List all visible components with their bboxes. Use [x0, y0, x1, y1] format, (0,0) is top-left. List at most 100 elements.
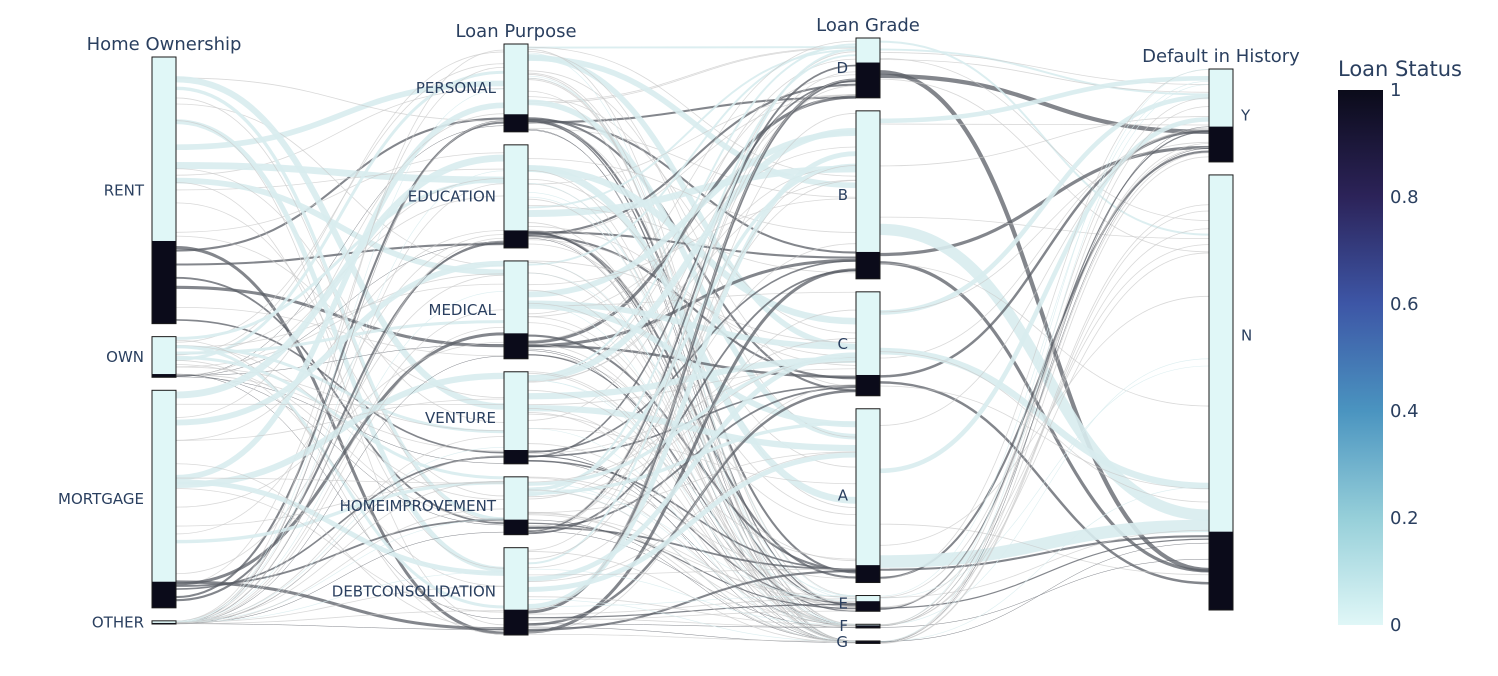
ribbon-dark-debtconsolidation-f [527, 623, 857, 628]
category-bar-outline-e [855, 595, 881, 612]
ribbon-strand-other-homeimprovement [175, 508, 505, 625]
category-bar-outline-n [1208, 174, 1234, 611]
category-mortgage[interactable] [151, 389, 177, 609]
category-rent[interactable] [151, 56, 177, 325]
category-label-g: G [836, 633, 848, 651]
ribbon-dark-venture-b [527, 259, 857, 453]
ribbon-strand-mortgage-homeimprovement [175, 477, 505, 484]
category-label-venture: VENTURE [425, 409, 496, 427]
ribbon-strand-a-n [879, 523, 1210, 576]
ribbon-strand-homeimprovement-c [527, 337, 857, 483]
ribbon-dark-rent-education [175, 243, 505, 266]
ribbon-strand-debtconsolidation-d [527, 71, 857, 551]
category-n[interactable] [1208, 174, 1234, 611]
category-label-own: OWN [106, 348, 144, 366]
category-medical[interactable] [503, 260, 529, 360]
category-bar-default-e [856, 601, 880, 612]
category-own[interactable] [151, 336, 177, 378]
category-personal[interactable] [503, 43, 529, 133]
category-label-n: N [1241, 326, 1252, 344]
ribbon-strand-g-n [879, 204, 1210, 644]
ribbon-light-debtconsolidation-c [527, 352, 857, 582]
ribbon-strand-mortgage-education [175, 234, 505, 535]
ribbon-strand-a-y [879, 127, 1210, 426]
colorbar-tick-0-2: 0.2 [1390, 508, 1419, 529]
ribbon-dark-c-n [879, 381, 1210, 585]
category-e[interactable] [855, 595, 881, 612]
ribbon-light-mortgage-education [175, 154, 505, 399]
category-label-d: D [836, 59, 848, 77]
category-bar-outline-b [855, 110, 881, 280]
category-debtconsolidation[interactable] [503, 547, 529, 636]
category-bar-venture[interactable] [504, 371, 528, 464]
category-bar-default-rent [152, 240, 176, 324]
category-y[interactable] [1208, 68, 1234, 163]
ribbon-strand-b-y [879, 123, 1210, 126]
category-bar-outline-c [855, 291, 881, 397]
ribbon-dark-other-education [175, 240, 505, 624]
category-homeimprovement[interactable] [503, 476, 529, 536]
ribbon-strand-venture-a [527, 413, 857, 560]
category-label-debtconsolidation: DEBTCONSOLIDATION [332, 582, 496, 600]
category-bar-default-f [856, 625, 880, 628]
category-bar-default-g [856, 641, 880, 644]
ribbon-strand-own-venture [175, 366, 505, 432]
category-bar-own[interactable] [152, 336, 176, 378]
ribbon-strand-d-n [879, 57, 1210, 221]
ribbon-light-debtconsolidation-d [527, 48, 857, 565]
ribbon-strand-homeimprovement-f [527, 477, 857, 626]
category-bar-mortgage[interactable] [152, 390, 176, 608]
category-venture[interactable] [503, 371, 529, 465]
ribbon-strand-rent-personal [175, 77, 505, 122]
ribbon-strand-d-y [879, 52, 1210, 85]
category-bar-default-own [152, 374, 176, 378]
ribbon-light-medical-d [527, 45, 857, 266]
ribbon-dark-other-medical [175, 355, 505, 624]
ribbon-strand-g-n [879, 210, 1210, 644]
category-bar-other[interactable] [152, 620, 176, 624]
ribbon-strand-g-y [879, 156, 1210, 642]
category-b[interactable] [855, 110, 881, 280]
category-d[interactable] [855, 37, 881, 99]
ribbon-strand-other-medical [175, 326, 505, 625]
ribbon-light-g-y [879, 84, 1210, 642]
ribbon-strand-b-n [879, 216, 1210, 240]
ribbon-dark-homeimprovement-a [527, 526, 857, 571]
category-g[interactable] [855, 640, 881, 644]
ribbon-dark-debtconsolidation-c [527, 389, 857, 626]
category-bar-default-personal [504, 114, 528, 132]
ribbon-light-homeimprovement-e [527, 486, 857, 602]
ribbon-strand-personal-g [527, 73, 857, 642]
ribbon-strand-other-personal [175, 49, 505, 622]
category-bar-outline-a [855, 408, 881, 584]
category-bar-outline-education [503, 144, 529, 249]
category-c[interactable] [855, 291, 881, 397]
ribbon-dark-own-education [175, 241, 505, 377]
ribbon-strand-e-y [879, 147, 1210, 598]
category-other[interactable] [151, 620, 177, 625]
ribbon-dark-debtconsolidation-g [527, 626, 857, 643]
ribbon-strand-d-y [879, 59, 1210, 93]
category-bar-b[interactable] [856, 110, 880, 279]
category-bar-default-n [1209, 531, 1233, 610]
ribbon-light-education-c [527, 165, 857, 325]
category-bar-default-b [856, 251, 880, 279]
ribbon-strand-homeimprovement-e [527, 525, 857, 598]
ribbon-strand-debtconsolidation-g [527, 551, 857, 644]
ribbon-dark-homeimprovement-f [527, 530, 857, 628]
category-f[interactable] [855, 623, 881, 629]
ribbon-strand-other-debtconsolidation [175, 586, 505, 623]
ribbon-dark-d-n [879, 70, 1210, 573]
ribbon-strand-g-y [879, 106, 1210, 643]
ribbon-light-e-n [879, 365, 1210, 599]
ribbon-strand-c-n [879, 385, 1210, 490]
category-bar-outline-g [855, 640, 881, 644]
category-education[interactable] [503, 144, 529, 249]
ribbon-strand-debtconsolidation-g [527, 633, 857, 642]
category-bar-a[interactable] [856, 408, 880, 583]
category-a[interactable] [855, 408, 881, 584]
ribbon-strand-education-g [527, 170, 857, 642]
ribbon-strand-f-y [879, 97, 1210, 626]
ribbon-strand-c-y [879, 129, 1210, 359]
